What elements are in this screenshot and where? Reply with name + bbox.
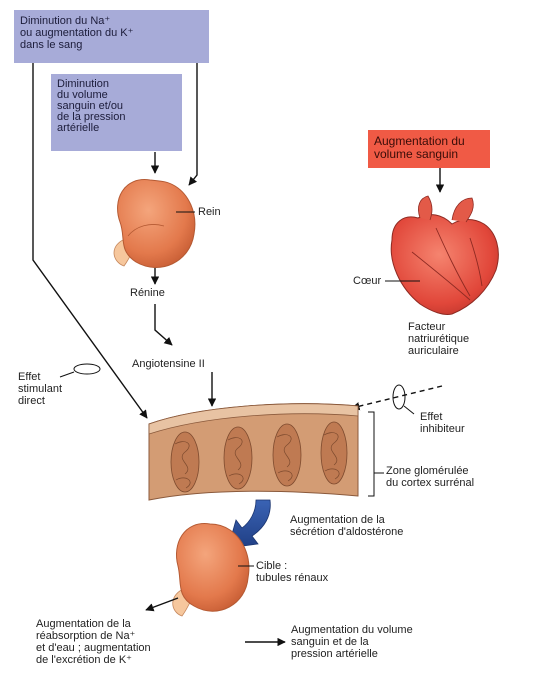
direct-effect-marker bbox=[60, 364, 100, 377]
kidney-label: Rein bbox=[198, 206, 221, 218]
direct-effect-label: Effet stimulant direct bbox=[18, 371, 62, 407]
kidney-icon bbox=[114, 180, 195, 268]
angiotensin-label: Angiotensine II bbox=[132, 358, 205, 370]
ion-change-box: Diminution du Na⁺ ou augmentation du K⁺ … bbox=[14, 10, 209, 63]
zone-bracket bbox=[368, 412, 384, 496]
volume-rise-box: Augmentation du volume sanguin bbox=[368, 130, 490, 168]
volume-result-label: Augmentation du volume sanguin et de la … bbox=[291, 624, 413, 660]
target-label: Cible : tubules rénaux bbox=[256, 560, 328, 584]
reabsorption-label: Augmentation de la réabsorption de Na⁺ e… bbox=[36, 618, 151, 666]
renin-label: Rénine bbox=[130, 287, 165, 299]
zone-label: Zone glomérulée du cortex surrénal bbox=[386, 465, 474, 489]
inhibitor-effect-marker bbox=[393, 385, 414, 414]
heart-icon bbox=[385, 196, 498, 315]
arrow-renin-to-angiotensin bbox=[155, 304, 172, 345]
zona-glomerulosa-tissue bbox=[149, 404, 358, 500]
volume-drop-box: Diminution du volume sanguin et/ou de la… bbox=[51, 74, 182, 151]
inhibitor-label: Effet inhibiteur bbox=[420, 411, 465, 435]
heart-label: Cœur bbox=[353, 275, 381, 287]
anf-label: Facteur natriurétique auriculaire bbox=[408, 321, 469, 357]
arrow-ion-to-kidney bbox=[189, 62, 197, 185]
aldosterone-label: Augmentation de la sécrétion d'aldostéro… bbox=[290, 514, 403, 538]
arrow-inhibitor bbox=[352, 386, 442, 408]
